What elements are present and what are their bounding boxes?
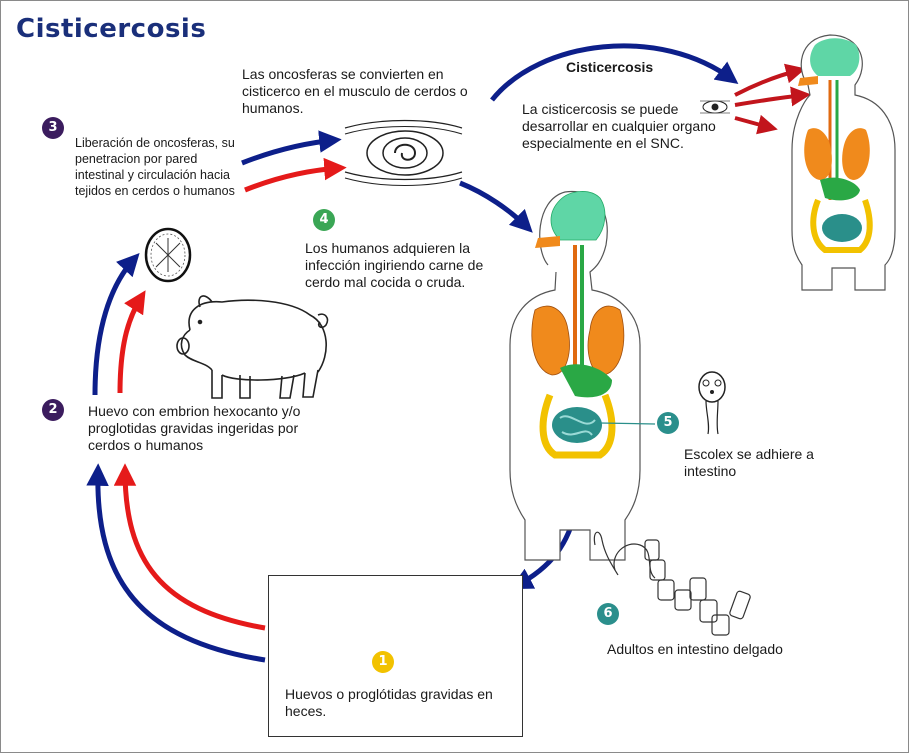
step-4-text: Los humanos adquieren la infección ingir…	[305, 240, 513, 291]
small-human-illustration	[792, 35, 895, 290]
step-4-badge: 4	[313, 209, 335, 231]
arrow-red-1-to-2	[125, 470, 265, 628]
cisticercosis-text-part2: desarrollar en cualquier organo especial…	[522, 118, 752, 152]
step-5-text: Escolex se adhiere a intestino	[684, 446, 859, 480]
oncosphere-illustration	[146, 229, 190, 281]
arrow-red-3-to-muscle	[245, 168, 340, 190]
arrow-red-cyst-1	[735, 70, 800, 95]
step-2-badge: 2	[42, 399, 64, 421]
step-1-text: Huevos o proglótidas gravidas en heces.	[285, 686, 507, 720]
arrow-red-2-to-3	[120, 296, 142, 393]
step-6-badge: 6	[597, 603, 619, 625]
muscle-stage-text: Las oncosferas se convierten en cisticer…	[242, 66, 482, 117]
eye-cyst-icon	[700, 101, 730, 113]
step-2-text: Huevo con embrion hexocanto y/o progloti…	[88, 403, 318, 454]
step-3-badge: 3	[42, 117, 64, 139]
pig-illustration	[177, 296, 327, 398]
cisticercosis-text-part1: La cisticercosis se puede	[522, 101, 702, 118]
arrow-red-cyst-2	[735, 95, 805, 105]
diagram-title: Cisticercosis	[16, 14, 206, 44]
step-5-badge: 5	[657, 412, 679, 434]
scolex-illustration	[699, 372, 725, 434]
step-3-text: Liberación de oncosferas, su penetracion…	[75, 135, 240, 199]
arrow-blue-1-to-2	[98, 470, 265, 660]
step-1-badge: 1	[372, 651, 394, 673]
arrow-blue-muscle-to-human	[460, 183, 528, 228]
cisticercosis-heading: Cisticercosis	[566, 59, 653, 76]
cysticercus-in-muscle	[345, 121, 462, 186]
large-human-illustration	[510, 191, 655, 560]
arrow-blue-3-to-muscle	[242, 140, 335, 163]
step-6-text: Adultos en intestino delgado	[607, 641, 817, 658]
